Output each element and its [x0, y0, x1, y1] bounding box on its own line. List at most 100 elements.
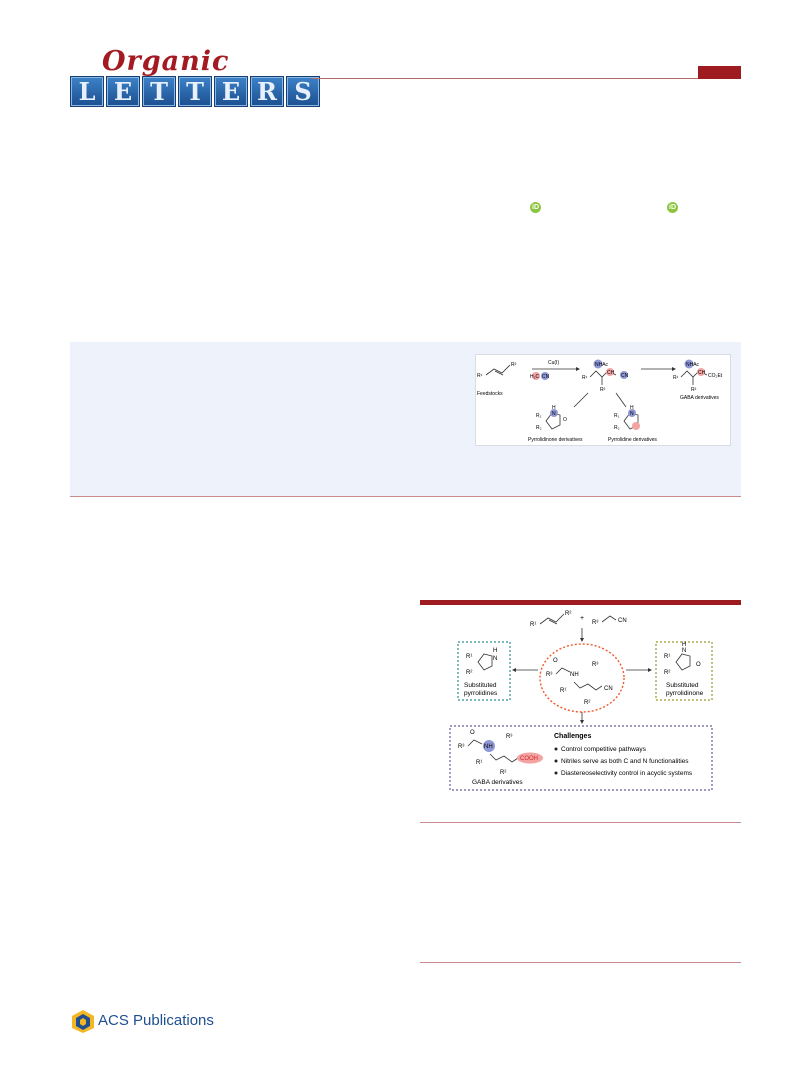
nitrile-chain	[601, 615, 617, 623]
intermediate-backbone	[573, 681, 603, 691]
pyrrolidine-ring	[477, 653, 493, 671]
header-rule	[312, 78, 741, 79]
bullet-icon	[554, 771, 558, 775]
fig-plus-label: +	[580, 615, 584, 622]
journal-logo: Organic L E T T E R S	[70, 46, 320, 108]
toc-catalyst-label: Cu(I)	[548, 360, 559, 366]
gaba-backbone	[489, 753, 519, 763]
fig-r1-label: R¹	[530, 622, 536, 628]
journal-logo-letters: L E T T E R S	[70, 76, 320, 107]
blue-sphere-icon	[684, 359, 694, 369]
fig-r3-label: R³	[458, 744, 464, 750]
toc-r2-label: R₂	[536, 425, 542, 431]
figure-1: R¹ R² + R³ CN O R³ NH R³ CN R¹ R² N H R¹…	[420, 606, 741, 792]
abstract-bottom-rule	[70, 496, 741, 497]
fig-o-label: O	[696, 662, 701, 668]
logo-tile: T	[142, 76, 176, 107]
acs-hexagon-icon	[72, 1010, 94, 1033]
fig-nh-label: NH	[570, 672, 579, 678]
fig-o-label: O	[470, 730, 475, 736]
gaba-challenges-box	[449, 725, 713, 791]
fig-r3-label: R³	[592, 620, 598, 626]
fig-pyrrolidines-label: pyrrolidines	[464, 690, 498, 697]
logo-tile: L	[70, 76, 104, 107]
journal-logo-script: Organic	[102, 46, 230, 77]
red-sphere-icon	[632, 422, 640, 430]
arrow-head	[648, 668, 652, 672]
orcid-icon[interactable]: iD	[530, 202, 541, 213]
logo-tile: R	[250, 76, 284, 107]
fig-cooh-label: COOH	[520, 756, 538, 762]
toc-pyrrolidinone-label: Pyrrolidinone derivatives	[528, 437, 583, 443]
blue-sphere-icon	[541, 372, 549, 380]
toc-r1-label: R₁	[614, 413, 620, 419]
toc-gaba-label: GABA derivatives	[680, 395, 719, 401]
alkene-bond	[539, 613, 565, 625]
fig-cn-label: CN	[618, 618, 627, 624]
red-sphere-icon	[697, 368, 705, 376]
toc-r1-label: R¹	[673, 375, 679, 381]
red-sphere-icon	[517, 752, 543, 764]
reaction-arrow	[573, 392, 589, 408]
fig-r1-label: R¹	[476, 760, 482, 766]
logo-tile: S	[286, 76, 320, 107]
fig-r2-label: R²	[584, 700, 590, 706]
section-rule	[420, 962, 741, 963]
figure-top-bar	[420, 600, 741, 605]
fig-r3-label: R³	[546, 672, 552, 678]
challenge-item: Control competitive pathways	[561, 746, 647, 753]
fig-r2-label: R²	[466, 670, 472, 676]
orcid-icon[interactable]: iD	[667, 202, 678, 213]
toc-nhac-label: NHAc	[595, 362, 609, 368]
amide-bond	[555, 667, 571, 675]
toc-r2-label: R²	[511, 362, 517, 368]
toc-n-label: N	[630, 411, 634, 417]
fig-nh-label: NH	[484, 744, 493, 750]
fig-r1-label: R¹	[560, 688, 566, 694]
toc-nhac-label: NHAc	[686, 362, 700, 368]
red-sphere-icon	[532, 372, 540, 380]
bullet-icon	[554, 747, 558, 751]
arrow-head	[576, 367, 580, 371]
toc-cn-label: CN	[542, 374, 550, 380]
blue-sphere-icon	[628, 409, 636, 417]
challenge-item: Diastereoselectivity control in acyclic …	[561, 770, 693, 777]
fig-r2-label: R²	[664, 670, 670, 676]
toc-co2et-label: CO₂Et	[708, 373, 723, 379]
challenge-item: Nitriles serve as both C and N functiona…	[561, 758, 689, 765]
toc-ch-label: CH	[698, 370, 706, 376]
arrow-head	[580, 638, 584, 642]
logo-tile: E	[106, 76, 140, 107]
alkene-double-bond	[548, 619, 558, 625]
header-tab	[698, 66, 741, 79]
toc-scheme: R¹ R² Feedstocks H₂C CN Cu(I) NHAc CH CN…	[477, 359, 723, 443]
logo-tile: E	[214, 76, 248, 107]
publisher-logo: ACS Publications	[70, 1008, 230, 1034]
fig-r2-label: R²	[500, 770, 506, 776]
fig-h-label: H	[493, 648, 497, 654]
toc-r1-label: R¹	[582, 375, 588, 381]
toc-h-label: H	[552, 405, 556, 411]
alkene-bond	[485, 364, 511, 376]
fig-r2-label: R²	[565, 611, 571, 617]
fig-n-label: N	[682, 648, 686, 654]
fig-r1-label: R¹	[466, 654, 472, 660]
toc-cn-label: CN	[621, 373, 629, 379]
bullet-icon	[554, 759, 558, 763]
toc-graphic: R¹ R² Feedstocks H₂C CN Cu(I) NHAc CH CN…	[475, 354, 731, 446]
fig-n-label: N	[493, 656, 497, 662]
fig-pyrrolidines-label: Substituted	[464, 682, 497, 689]
reaction-arrow	[615, 392, 627, 408]
figure-1-scheme: R¹ R² + R³ CN O R³ NH R³ CN R¹ R² N H R¹…	[449, 611, 713, 791]
blue-sphere-icon	[593, 359, 603, 369]
toc-o-label: O	[563, 417, 567, 423]
pyrrolidinone-box	[655, 641, 713, 701]
figure-bottom-rule	[420, 822, 741, 823]
toc-feedstocks-label: Feedstocks	[477, 391, 503, 397]
amide-bond	[467, 739, 483, 747]
alkene-double-bond	[494, 370, 504, 376]
fig-pyrrolidinone-label: Substituted	[666, 682, 699, 689]
red-sphere-icon	[606, 368, 614, 376]
toc-r2-label: R²	[600, 387, 606, 393]
blue-sphere-icon	[550, 409, 558, 417]
